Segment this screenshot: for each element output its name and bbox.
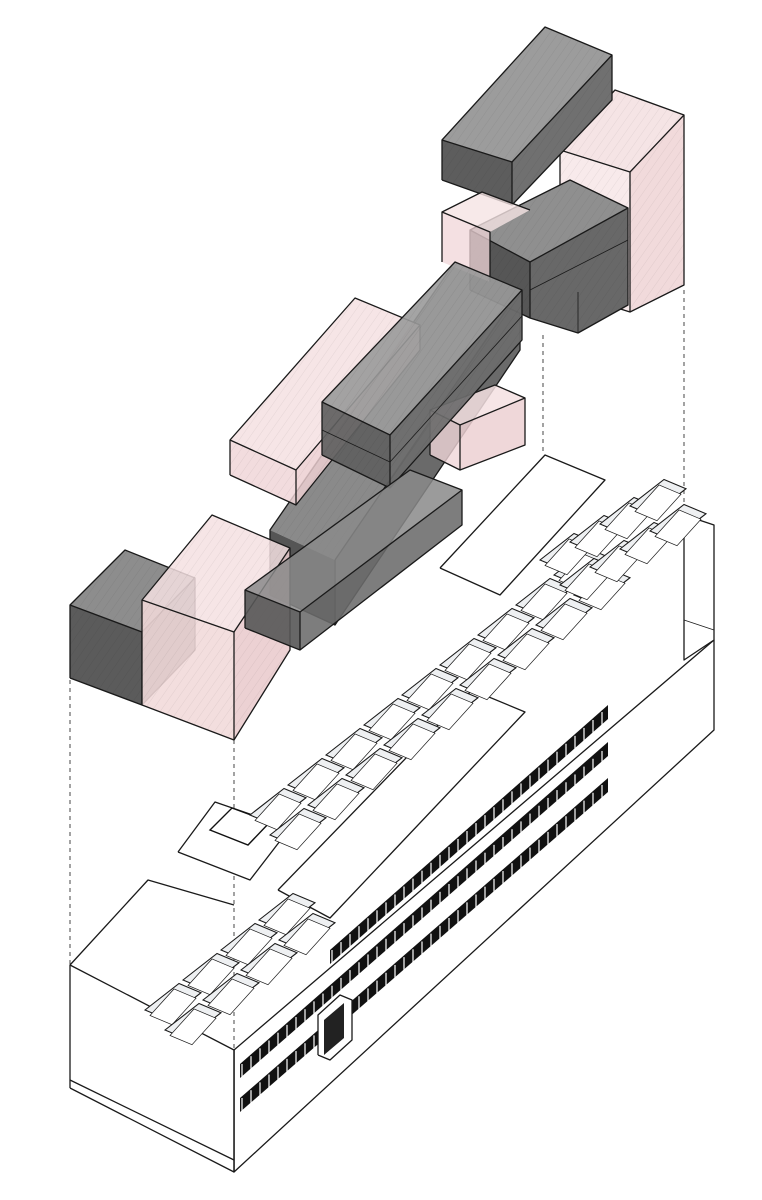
- volume-dark-lower-bar: [244, 469, 463, 651]
- grid-bay-void: [225, 928, 273, 966]
- grid-bay-void: [330, 733, 378, 771]
- grid-bay-void: [245, 948, 293, 986]
- grid-bay-void: [464, 663, 512, 701]
- grid-bay-void: [634, 484, 682, 522]
- grid-bay-void: [292, 763, 340, 801]
- grid-bay-void: [502, 633, 550, 671]
- structural-grid-frame: [143, 478, 708, 1046]
- building-west-block-front: [70, 965, 234, 1172]
- grid-bay-void: [426, 693, 474, 731]
- grid-bay-void: [520, 583, 568, 621]
- grid-bay-void: [254, 793, 302, 831]
- building-west-block-top: [70, 880, 234, 990]
- grid-bay-void: [263, 898, 311, 936]
- grid-bay-void: [169, 1008, 217, 1046]
- grid-bay-void: [368, 703, 416, 741]
- grid-bay-void: [654, 509, 702, 547]
- grid-bay-void: [312, 783, 360, 821]
- roof-slab-central: [278, 690, 525, 918]
- massing-volumes: [69, 26, 685, 741]
- entrance-portal: [317, 994, 353, 1061]
- grid-bay-void: [283, 918, 331, 956]
- grid-bay-void: [540, 603, 588, 641]
- grid-bay-void: [274, 813, 322, 851]
- volume-dark-center-box: [321, 261, 523, 489]
- volume-dark-top-slab: [441, 26, 613, 206]
- grid-bay-void: [350, 753, 398, 791]
- building-east-end-facade: [684, 515, 714, 660]
- roof-slab-north: [440, 455, 605, 595]
- grid-bay-void: [187, 958, 235, 996]
- grid-bay-void: [444, 643, 492, 681]
- grid-bay-void: [149, 988, 197, 1026]
- grid-bay-void: [406, 673, 454, 711]
- grid-bay-void: [388, 723, 436, 761]
- grid-bay-void: [207, 978, 255, 1016]
- base-building: [69, 454, 715, 1173]
- grid-bay-void: [482, 613, 530, 651]
